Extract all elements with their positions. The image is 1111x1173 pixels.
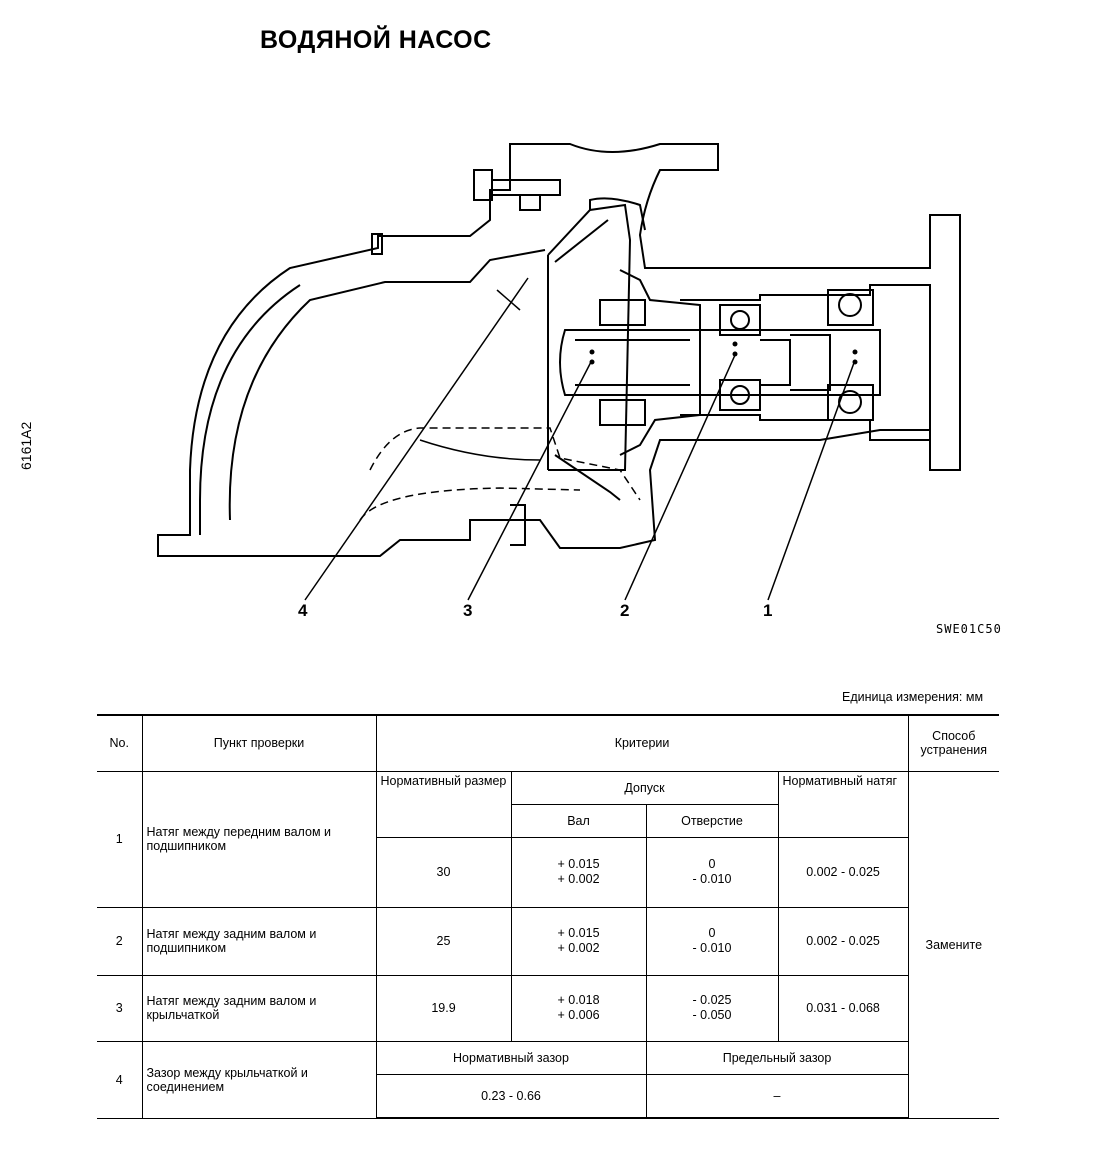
row-hole-tolerance: 0- 0.010 [645,906,779,976]
table-row: 4 Зазор между крыльчаткой и соединением … [97,1040,999,1119]
row-hole-tolerance: - 0.025- 0.050 [645,974,779,1042]
subheader-hole: Отверстие [645,803,779,838]
callout-4: 4 [298,601,308,620]
header-item: Пункт проверки [141,714,377,772]
table-row: 1 Натяг между передним валом и подшипник… [97,770,1000,1119]
subheader-nominal-clearance: Нормативный зазор [375,1040,647,1075]
table-header-row: No. Пункт проверки Критерии Способ устра… [97,714,1000,772]
water-pump-cross-section-drawing: 4 3 2 1 [157,143,961,620]
figure-code: SWE01C50 [936,622,1002,636]
callout-1: 1 [763,601,772,620]
subheader-nominal-size: Нормативный размер [375,770,512,838]
row-size: 30 [375,836,512,908]
row-item: Натяг между передним валом и подшипником [141,770,377,908]
row-shaft-tolerance: + 0.015+ 0.002 [510,836,647,908]
subheader-nominal-interference: Нормативный натяг [777,770,909,838]
callout-2: 2 [620,601,629,620]
header-remedy: Способ устранения [907,714,1000,772]
header-no: No. [97,714,143,772]
row-item: Натяг между задним валом и крыльчаткой [141,974,377,1042]
table-row: 0.23 - 0.66 – [97,1073,999,1119]
row-interference: 0.002 - 0.025 [777,906,909,976]
page-title: ВОДЯНОЙ НАСОС [260,26,492,54]
row-hole-tolerance: 0- 0.010 [645,836,779,908]
subheader-limit-clearance: Предельный зазор [645,1040,909,1075]
row-no: 2 [97,906,143,976]
row-size: 25 [375,906,512,976]
row-limit-clearance: – [645,1073,909,1119]
row-shaft-tolerance: + 0.018+ 0.006 [510,974,647,1042]
row-no: 3 [97,974,143,1042]
unit-note: Единица измерения: мм [842,690,984,704]
row-nominal-clearance: 0.23 - 0.66 [375,1073,647,1119]
table-row: 2 Натяг между задним валом и подшипником… [97,906,999,976]
table-row: Вал Отверстие [97,803,999,838]
row-shaft-tolerance: + 0.015+ 0.002 [510,906,647,976]
inspection-table: No. Пункт проверки Критерии Способ устра… [97,714,1000,1119]
subheader-tolerance: Допуск [510,770,779,805]
header-criteria: Критерии [375,714,909,772]
subheader-shaft: Вал [510,803,647,838]
row-no: 1 [97,770,143,908]
row-item: Натяг между задним валом и подшипником [141,906,377,976]
table-row: 3 Натяг между задним валом и крыльчаткой… [97,974,999,1042]
table-row: 30 + 0.015+ 0.002 0- 0.010 0.002 - 0.025 [97,836,999,908]
row-no: 4 [97,1040,143,1119]
callout-3: 3 [463,601,472,620]
row-item: Зазор между крыльчаткой и соединением [141,1040,377,1119]
row-interference: 0.031 - 0.068 [777,974,909,1042]
row-interference: 0.002 - 0.025 [777,836,909,908]
remedy-cell: Замените [907,770,1000,1119]
row-size: 19.9 [375,974,512,1042]
